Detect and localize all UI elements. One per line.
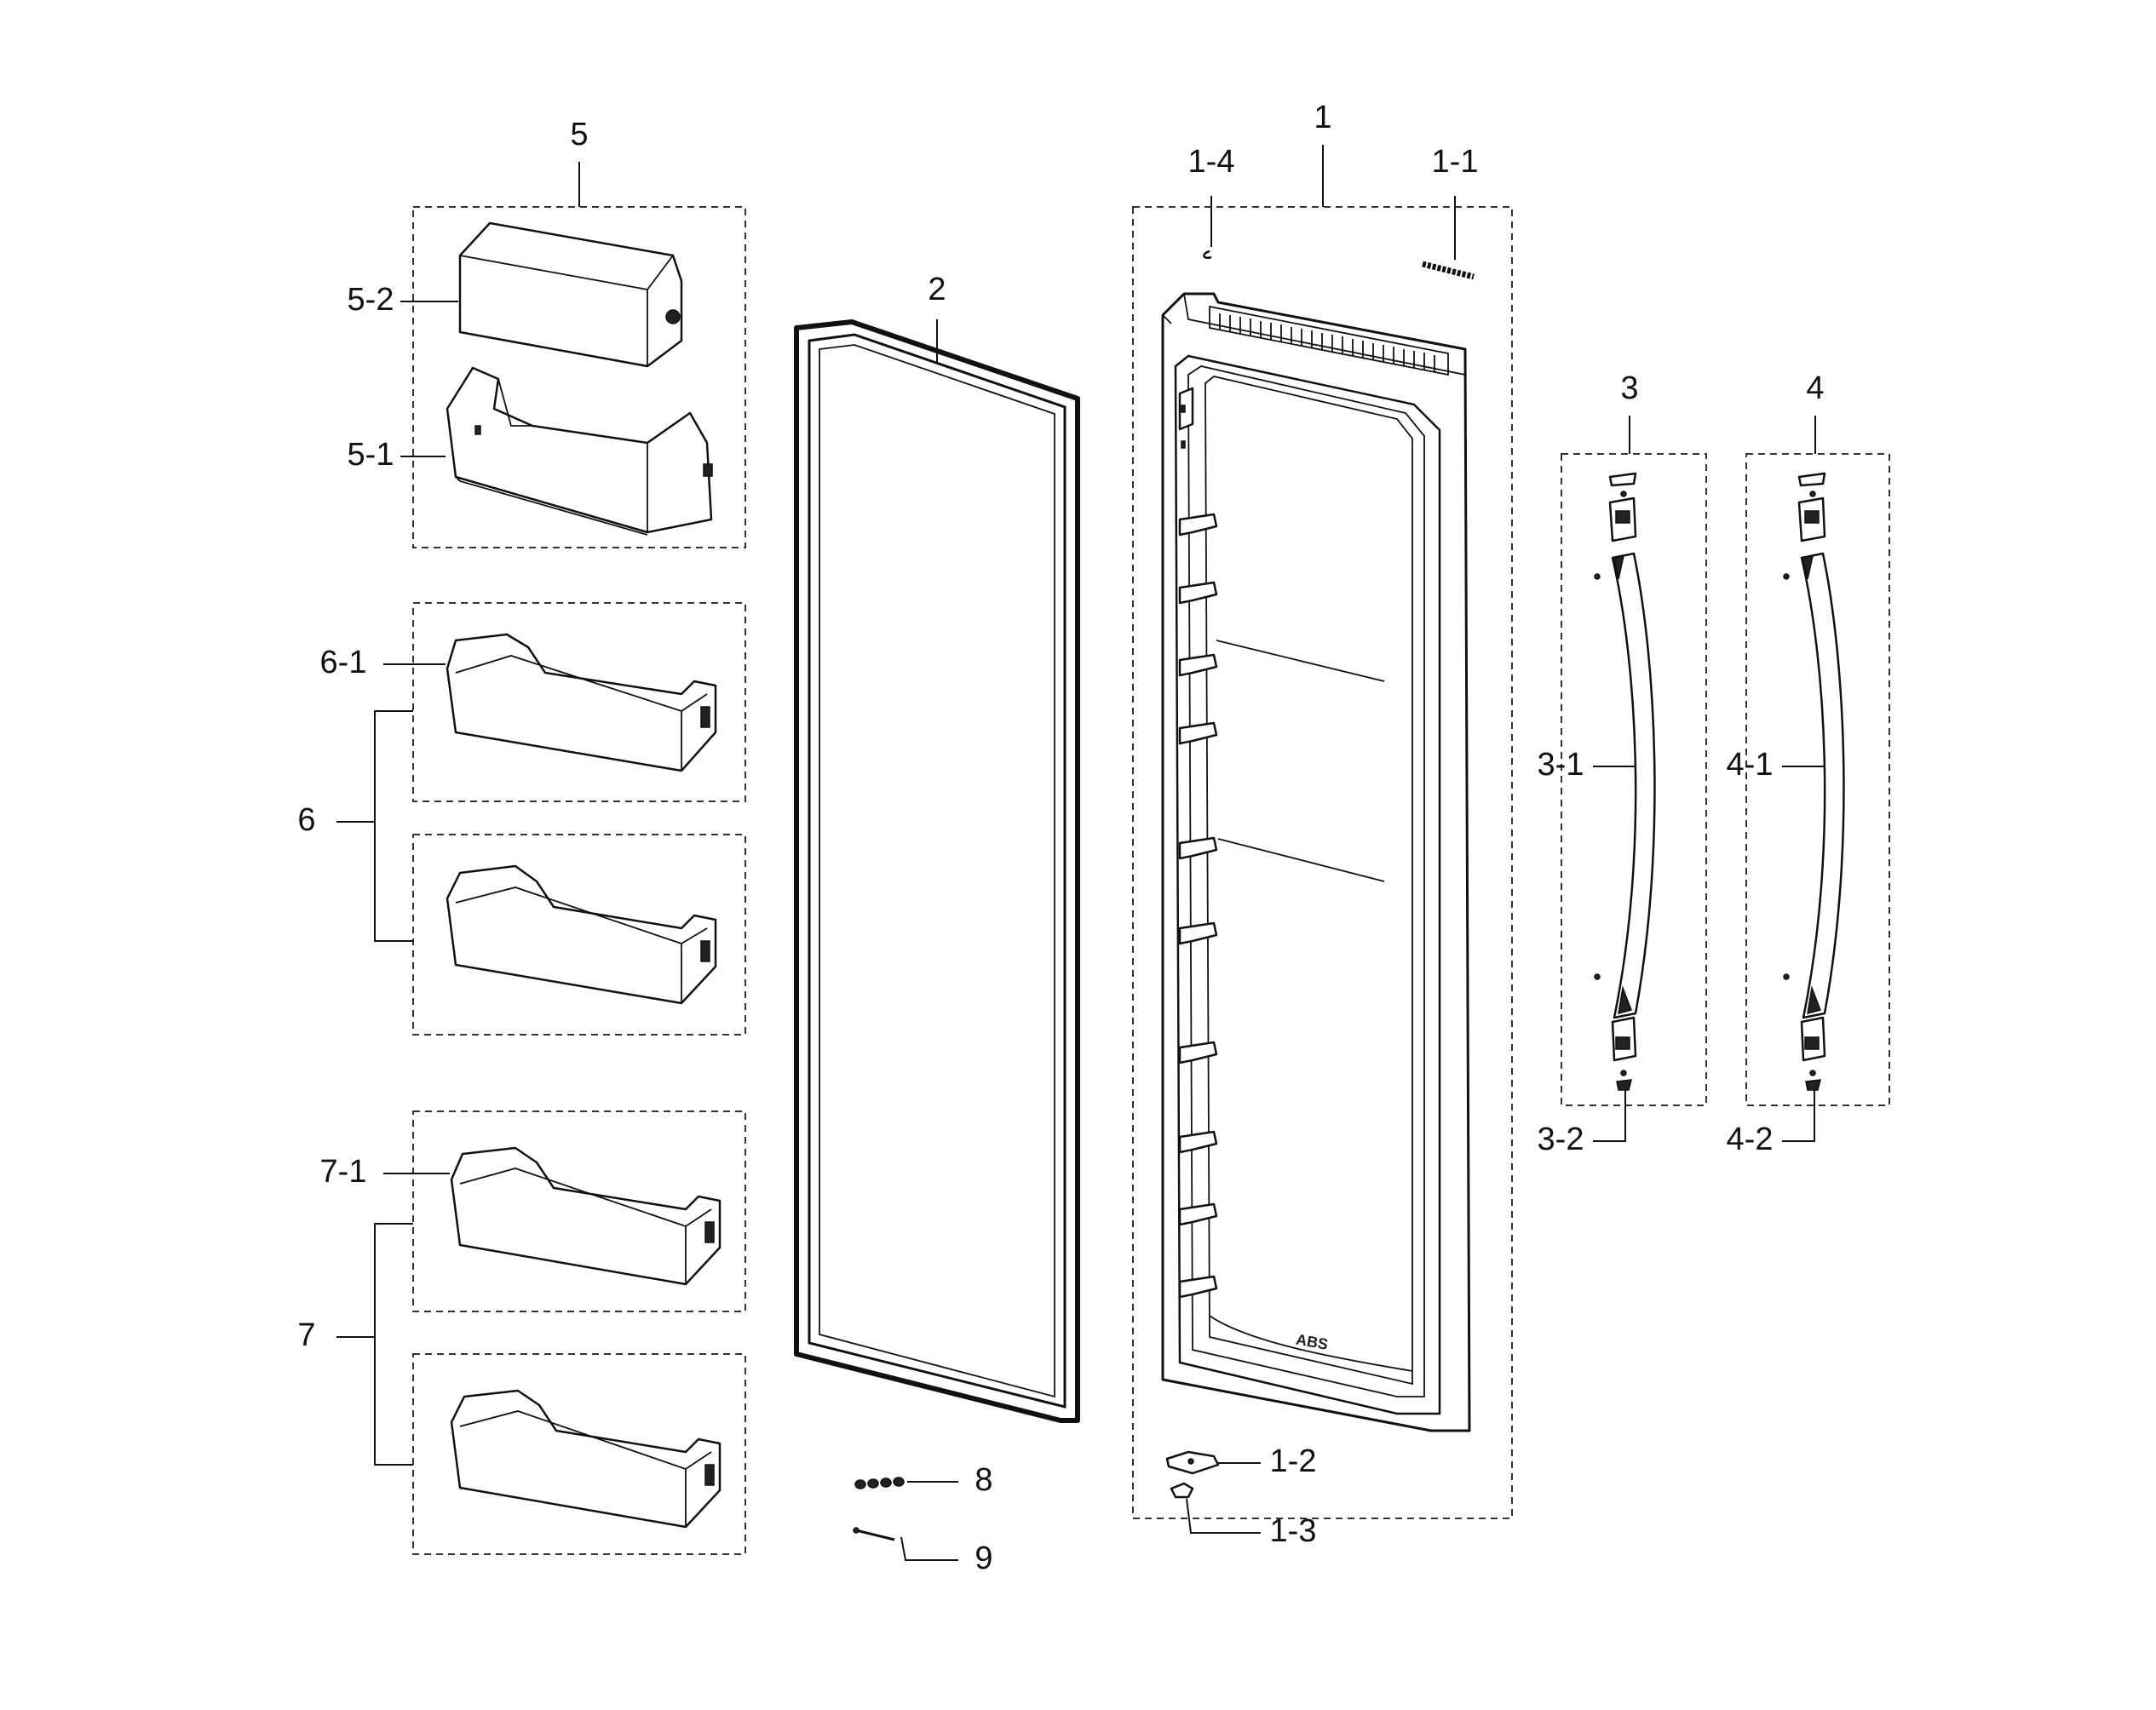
part-1-2-hinge-cap[interactable] — [1165, 1450, 1220, 1475]
group-5-box — [412, 206, 746, 548]
label-1-4: 1-4 — [1188, 144, 1235, 180]
leader-4-2 — [1782, 1090, 1815, 1142]
label-7: 7 — [297, 1317, 315, 1353]
part-4-1-handle-bar[interactable] — [1783, 472, 1845, 1091]
label-5-2: 5-2 — [348, 282, 394, 318]
group-1-box — [1132, 206, 1513, 1519]
part-5-2-cover[interactable] — [458, 221, 683, 368]
part-7-1-guard-upper[interactable] — [450, 1146, 722, 1286]
leader-6 — [336, 710, 413, 942]
part-1-4-clip[interactable] — [1203, 250, 1212, 259]
group-6-door-guards: 6-1 6 — [297, 602, 746, 1036]
shelf-ribs — [1178, 387, 1218, 1299]
part-1-door-body[interactable]: ABS — [1161, 292, 1471, 1432]
part-5-1-bin[interactable] — [446, 366, 713, 536]
label-5-1: 5-1 — [348, 437, 394, 473]
leader-3-2 — [1593, 1090, 1626, 1142]
label-1-3: 1-3 — [1270, 1513, 1317, 1549]
leader-7 — [336, 1223, 413, 1466]
label-3-2: 3-2 — [1538, 1122, 1584, 1157]
part-1-1-badge[interactable] — [1422, 261, 1475, 280]
part-2-door-gasket[interactable] — [794, 319, 1080, 1423]
part-9-pin[interactable] — [853, 1527, 895, 1541]
label-3: 3 — [1620, 370, 1638, 406]
label-8: 8 — [975, 1462, 992, 1498]
label-1: 1 — [1314, 100, 1331, 135]
label-6-1: 6-1 — [320, 645, 367, 680]
group-3-box — [1561, 453, 1707, 1106]
group-1-door-assembly: 1 1-4 1-1 — [1132, 100, 1513, 1549]
label-6: 6 — [297, 802, 315, 838]
leader-9 — [900, 1536, 958, 1561]
group-7-box-upper — [412, 1110, 746, 1312]
label-2: 2 — [928, 272, 946, 307]
label-9: 9 — [975, 1541, 992, 1576]
part-1-3-cap[interactable] — [1170, 1482, 1194, 1499]
label-4: 4 — [1806, 370, 1824, 406]
label-4-1: 4-1 — [1727, 747, 1774, 783]
part-6-1-guard-upper[interactable] — [446, 633, 717, 772]
group-3-handle: 3 3-1 3-2 — [1538, 370, 1707, 1157]
label-7-1: 7-1 — [320, 1154, 367, 1190]
leader-1-3 — [1186, 1498, 1261, 1534]
group-4-handle: 4 4-1 4-2 — [1727, 370, 1890, 1157]
label-1-1: 1-1 — [1432, 144, 1479, 180]
group-7-door-guards: 7-1 7 — [297, 1110, 746, 1555]
group-6-box-lower — [412, 834, 746, 1036]
part-3-1-handle-bar[interactable] — [1594, 472, 1656, 1091]
group-4-box — [1745, 453, 1890, 1106]
label-4-2: 4-2 — [1727, 1122, 1774, 1157]
part-6-guard-lower[interactable] — [446, 864, 717, 1005]
label-3-1: 3-1 — [1538, 747, 1584, 783]
label-1-2: 1-2 — [1270, 1443, 1317, 1479]
part-7-guard-lower[interactable] — [450, 1389, 722, 1529]
label-5: 5 — [570, 117, 588, 152]
group-6-box-upper — [412, 602, 746, 802]
group-7-box-lower — [412, 1353, 746, 1555]
group-5-dairy-case: 5 5-2 5-1 — [348, 117, 746, 548]
part-8-screws[interactable] — [854, 1477, 905, 1489]
